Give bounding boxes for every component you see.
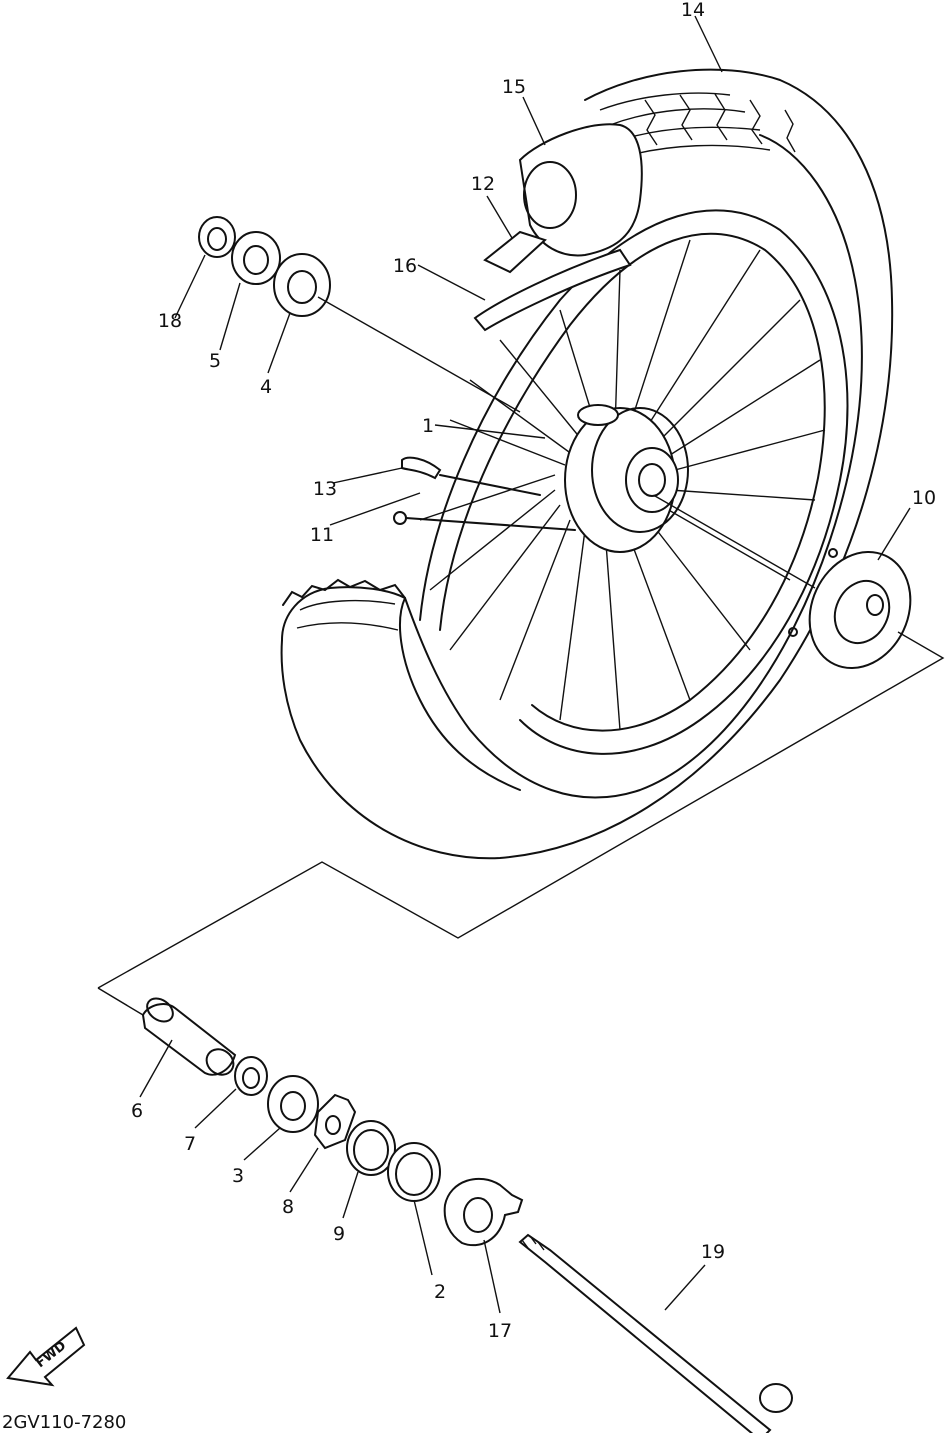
forward-arrow-icon: FWD [6,1326,86,1387]
callout-14: 14 [681,0,705,21]
callout-17: 17 [488,1320,512,1342]
callout-18: 18 [158,310,182,332]
callout-1: 1 [422,415,434,437]
callout-7: 7 [184,1133,196,1155]
rim [419,209,849,755]
assembly-bracket [97,631,945,1016]
gear-unit [443,1177,524,1247]
axis-lines [317,296,816,589]
hub-cover [788,548,912,670]
callout-16: 16 [393,255,417,277]
leader-lines [139,15,911,1314]
collar [141,997,237,1076]
callout-15: 15 [502,76,526,98]
callout-2: 2 [434,1281,446,1303]
spoke-and-nipple [393,456,576,531]
drawing-code: 2GV110-7280 [2,1412,126,1433]
tube-assembly [473,123,643,332]
callout-4: 4 [260,376,272,398]
lower-bearings [234,1056,441,1202]
callout-12: 12 [471,173,495,195]
callout-9: 9 [333,1223,345,1245]
callout-13: 13 [313,478,337,500]
hub [564,404,689,553]
callout-11: 11 [310,524,334,546]
callout-19: 19 [701,1241,725,1263]
tire [280,68,894,860]
callout-5: 5 [209,350,221,372]
callout-10: 10 [912,487,936,509]
callout-labels: 1 2 3 4 5 6 7 8 9 10 11 12 13 14 15 16 1… [131,0,936,1342]
upper-bearings [198,216,331,317]
callout-8: 8 [282,1196,294,1218]
callout-6: 6 [131,1100,143,1122]
callout-3: 3 [232,1165,244,1187]
spokes [419,239,826,731]
axle [518,1233,793,1433]
